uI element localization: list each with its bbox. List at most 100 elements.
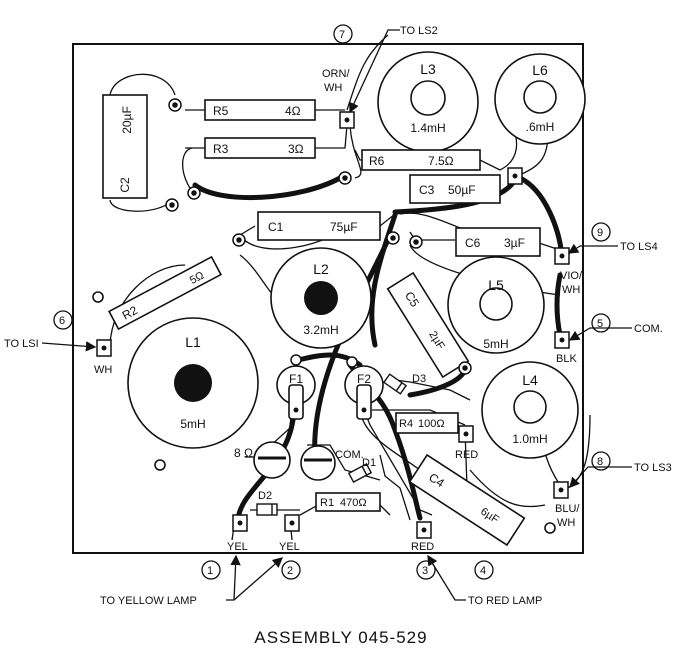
resistor-r5: R5 4Ω bbox=[204, 99, 316, 121]
to-ls2-label: TO LS2 bbox=[400, 25, 438, 37]
l6-label: L6 bbox=[532, 62, 548, 78]
capacitor-c5: C5 2µF bbox=[386, 271, 470, 379]
inductor-l4: L4 1.0mH bbox=[481, 361, 579, 459]
l2-label: L2 bbox=[313, 261, 329, 277]
resistor-r1: R1 470Ω bbox=[315, 492, 381, 512]
capacitor-c3: C3 50µF bbox=[409, 174, 501, 204]
l1-label: L1 bbox=[185, 334, 201, 350]
wire-c1-f1 bbox=[369, 212, 398, 348]
r6-value: 7.5Ω bbox=[428, 154, 454, 168]
red-a-label: RED bbox=[455, 449, 478, 461]
c2-value: 20µF bbox=[120, 106, 134, 134]
l3-label: L3 bbox=[420, 61, 436, 77]
eyelets bbox=[165, 98, 472, 375]
circuit-board bbox=[72, 43, 584, 554]
to-yellow-lamp-label: TO YELLOW LAMP bbox=[100, 595, 197, 607]
l6-value: .6mH bbox=[526, 120, 555, 134]
c6-label: C6 bbox=[465, 236, 481, 250]
to-ls3-label: TO LS3 bbox=[634, 462, 672, 474]
callout-9: 9 bbox=[597, 227, 603, 239]
red-b-label: RED bbox=[411, 541, 434, 553]
d1-label: D1 bbox=[362, 457, 376, 469]
orn-wh-label-1: ORN/ bbox=[322, 68, 350, 80]
wire-vio-blk bbox=[554, 272, 563, 338]
r4-label: R4 bbox=[399, 418, 413, 430]
com-post-label: COM. bbox=[335, 449, 364, 461]
lamp-8ohm: 8 Ω bbox=[234, 441, 291, 479]
d3-label: D3 bbox=[412, 373, 426, 385]
capacitor-c4: C4 6µF bbox=[408, 453, 526, 547]
r1-label: R1 bbox=[320, 497, 334, 509]
callouts bbox=[41, 24, 632, 601]
resistor-r6: R6 7.5Ω bbox=[361, 149, 481, 171]
callout-8: 8 bbox=[597, 456, 603, 468]
r1-value: 470Ω bbox=[340, 497, 367, 509]
inductor-l5: L5 5mH bbox=[447, 256, 545, 354]
l1-value: 5mH bbox=[180, 417, 205, 431]
to-red-lamp-label: TO RED LAMP bbox=[468, 595, 542, 607]
resistor-r2: R2 5Ω bbox=[108, 255, 222, 331]
blk-label: BLK bbox=[556, 353, 577, 365]
wire-c3-c6 bbox=[392, 177, 518, 215]
f2-label: F2 bbox=[357, 372, 371, 386]
c3-value: 50µF bbox=[448, 183, 476, 197]
wire-r3-c1 bbox=[192, 175, 343, 201]
resistor-r4: R4 100Ω bbox=[395, 412, 459, 434]
r4-value: 100Ω bbox=[418, 418, 445, 430]
callout-4: 4 bbox=[480, 565, 486, 577]
callout-5: 5 bbox=[597, 318, 603, 330]
l3-value: 1.4mH bbox=[410, 121, 445, 135]
c1-label: C1 bbox=[268, 220, 284, 234]
inductor-l3: L3 1.4mH bbox=[377, 51, 479, 153]
com-label: COM. bbox=[634, 323, 663, 335]
diode-d2 bbox=[256, 503, 278, 516]
r2-label: R2 bbox=[120, 303, 140, 323]
r5-value: 4Ω bbox=[285, 104, 301, 118]
l5-value: 5mH bbox=[483, 337, 508, 351]
yel-b-label: YEL bbox=[279, 541, 300, 553]
callout-6: 6 bbox=[59, 315, 65, 327]
callout-3: 3 bbox=[422, 565, 428, 577]
fuse-f1: F1 bbox=[276, 354, 316, 420]
yel-a-label: YEL bbox=[227, 541, 248, 553]
blu-wh-label-2: WH bbox=[557, 517, 575, 529]
l4-value: 1.0mH bbox=[512, 432, 547, 446]
r6-label: R6 bbox=[369, 154, 385, 168]
c1-value: 75µF bbox=[330, 220, 358, 234]
diode-d1 bbox=[347, 462, 373, 484]
lamp-label: 8 Ω bbox=[234, 446, 253, 460]
inductor-l1: L1 5mH bbox=[127, 317, 259, 449]
capacitor-c2: 20µF C2 bbox=[102, 94, 148, 199]
resistor-r3: R3 3Ω bbox=[204, 137, 316, 159]
capacitor-c1: C1 75µF bbox=[257, 211, 381, 241]
l2-value: 3.2mH bbox=[303, 323, 338, 337]
com-post: COM. bbox=[300, 445, 364, 481]
c2-label: C2 bbox=[118, 177, 132, 193]
l4-label: L4 bbox=[522, 372, 538, 388]
l5-label: L5 bbox=[488, 277, 504, 293]
f1-label: F1 bbox=[289, 372, 303, 386]
fuse-f2: F2 bbox=[344, 356, 384, 420]
capacitor-c6: C6 3µF bbox=[455, 227, 541, 257]
inductor-l2: L2 3.2mH bbox=[270, 247, 372, 349]
r3-value: 3Ω bbox=[288, 142, 304, 156]
to-ls4-label: TO LS4 bbox=[620, 241, 658, 253]
d2-label: D2 bbox=[258, 490, 272, 502]
wire-f1-yel bbox=[235, 417, 296, 523]
blu-wh-label-1: BLU/ bbox=[555, 503, 580, 515]
r3-label: R3 bbox=[213, 142, 229, 156]
callout-2: 2 bbox=[287, 565, 293, 577]
vio-wh-label-2: WH bbox=[562, 284, 580, 296]
orn-wh-label-2: WH bbox=[324, 82, 342, 94]
inductor-l6: L6 .6mH bbox=[494, 53, 586, 145]
diode-d3 bbox=[382, 373, 408, 395]
wh-label: WH bbox=[94, 364, 112, 376]
r5-label: R5 bbox=[213, 104, 229, 118]
c6-value: 3µF bbox=[504, 236, 525, 250]
r2-value: 5Ω bbox=[188, 270, 206, 287]
callout-7: 7 bbox=[339, 29, 345, 41]
to-ls1-label: TO LSI bbox=[4, 338, 39, 350]
c3-label: C3 bbox=[419, 183, 435, 197]
vio-wh-label-1: VIO/ bbox=[560, 270, 583, 282]
